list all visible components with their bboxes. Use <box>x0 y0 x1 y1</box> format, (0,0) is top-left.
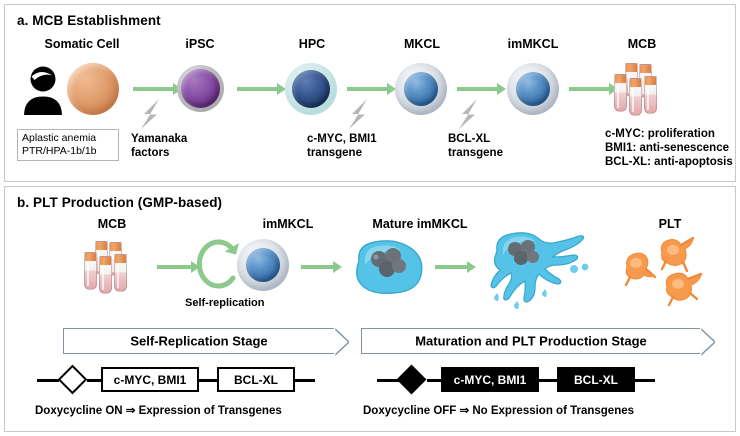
arrow-somatic-to-ipsc <box>133 83 182 95</box>
yamanaka-line1: Yamanaka <box>131 133 188 145</box>
mcb-note-cmyc: c-MYC: proliferation <box>605 128 715 140</box>
hpc-nucleus <box>292 70 330 108</box>
somatic-cell-sphere <box>67 63 119 115</box>
arrow-mkcl-to-immkcl <box>457 83 506 95</box>
mcb-note-bmi1: BMI1: anti-senescence <box>605 142 729 154</box>
dox-switch-diamond-open <box>57 364 88 395</box>
bclxl-line2: transgene <box>448 146 503 159</box>
dox-switch-diamond-solid <box>396 364 427 395</box>
arrow-immkcl-to-mcb <box>569 83 618 95</box>
mcb-cryovial-cluster-b <box>83 241 143 295</box>
gene-box-bclxl-solid: BCL-XL <box>557 367 635 392</box>
arrow-mcb-to-immkcl-b <box>157 261 200 273</box>
stage-banner-self-replication: Self-Replication Stage <box>63 328 349 356</box>
banner-arrow-tip <box>334 328 349 356</box>
mcb-cryovial-cluster <box>613 63 673 117</box>
step-label-hpc: HPC <box>298 37 326 51</box>
panel-b-title: b. PLT Production (GMP-based) <box>17 195 223 210</box>
proplatelet-forming-cell-icon <box>490 232 589 309</box>
yamanaka-line2: factors <box>131 146 170 159</box>
ipsc-nucleus <box>181 69 220 108</box>
mcb-notes: c-MYC: proliferation BMI1: anti-senescen… <box>605 127 733 169</box>
immkcl-nucleus-b <box>246 248 280 282</box>
lightning-bolt-icon <box>459 99 477 129</box>
immkcl-sphere <box>507 63 559 115</box>
lightning-bolt-icon <box>349 99 367 129</box>
arrow-immkcl-to-mature <box>301 261 342 273</box>
mkcl-nucleus <box>404 72 438 106</box>
gene-box-cmyc-bmi1-open: c-MYC, BMI1 <box>101 367 199 392</box>
step-label-immkcl-b: imMKCL <box>262 217 314 231</box>
patient-person-icon <box>24 66 62 115</box>
cmyc-bmi1-line1: c-MYC, BMI1 <box>307 133 377 145</box>
step-label-immkcl: imMKCL <box>507 37 559 51</box>
step-label-ipsc: iPSC <box>185 37 215 51</box>
mkcl-sphere <box>395 63 447 115</box>
patient-info-line1: Aplastic anemia <box>22 132 97 144</box>
platelet-cluster-icon <box>624 236 703 307</box>
panel-plt-production: b. PLT Production (GMP-based) MCB imMKCL… <box>4 186 736 432</box>
panel-a-title: a. MCB Establishment <box>17 13 161 28</box>
arrow-mature-to-proplatelet <box>435 261 476 273</box>
banner-arrow-tip <box>700 328 715 356</box>
panel-mcb-establishment: a. MCB Establishment Somatic Cell iPSC H… <box>4 4 736 182</box>
stage-banner-maturation: Maturation and PLT Production Stage <box>361 328 715 356</box>
arrow-ipsc-to-hpc <box>237 83 286 95</box>
immkcl-sphere-b <box>237 239 289 291</box>
immkcl-nucleus <box>516 72 550 106</box>
step-label-mcb-b: MCB <box>97 217 127 231</box>
dox-caption-off: Doxycycline OFF ⇒ No Expression of Trans… <box>363 405 635 417</box>
bclxl-line1: BCL-XL <box>448 133 491 145</box>
transition-caption-yamanaka: Yamanaka factors <box>131 133 187 160</box>
transition-caption-cmyc-bmi1: c-MYC, BMI1 transgene <box>307 133 377 160</box>
gene-box-bclxl-open: BCL-XL <box>217 367 295 392</box>
gene-box-cmyc-bmi1-solid: c-MYC, BMI1 <box>441 367 539 392</box>
mature-megakaryocyte-icon <box>356 240 423 294</box>
mcb-note-bclxl: BCL-XL: anti-apoptosis <box>605 156 733 168</box>
step-label-mature-immkcl: Mature imMKCL <box>372 217 468 231</box>
lightning-bolt-icon <box>141 99 159 129</box>
stage-banner-label-left: Self-Replication Stage <box>130 333 268 349</box>
step-label-mkcl: MKCL <box>403 37 441 51</box>
step-label-somatic-cell: Somatic Cell <box>44 37 120 51</box>
dox-caption-on: Doxycycline ON ⇒ Expression of Transgene… <box>35 405 282 417</box>
transition-caption-bclxl: BCL-XL transgene <box>448 133 503 160</box>
step-label-mcb: MCB <box>627 37 657 51</box>
hpc-sphere <box>285 63 337 115</box>
arrow-hpc-to-mkcl <box>347 83 396 95</box>
self-replication-circular-arrow-icon <box>196 239 239 289</box>
self-replication-label: Self-replication <box>185 297 265 309</box>
step-label-plt: PLT <box>658 217 682 231</box>
patient-info-line2: PTR/HPA-1b/1b <box>22 144 97 157</box>
cmyc-bmi1-line2: transgene <box>307 146 362 159</box>
patient-info-box: Aplastic anemia PTR/HPA-1b/1b <box>17 129 119 161</box>
stage-banner-label-right: Maturation and PLT Production Stage <box>415 333 647 349</box>
ipsc-sphere <box>177 65 224 112</box>
